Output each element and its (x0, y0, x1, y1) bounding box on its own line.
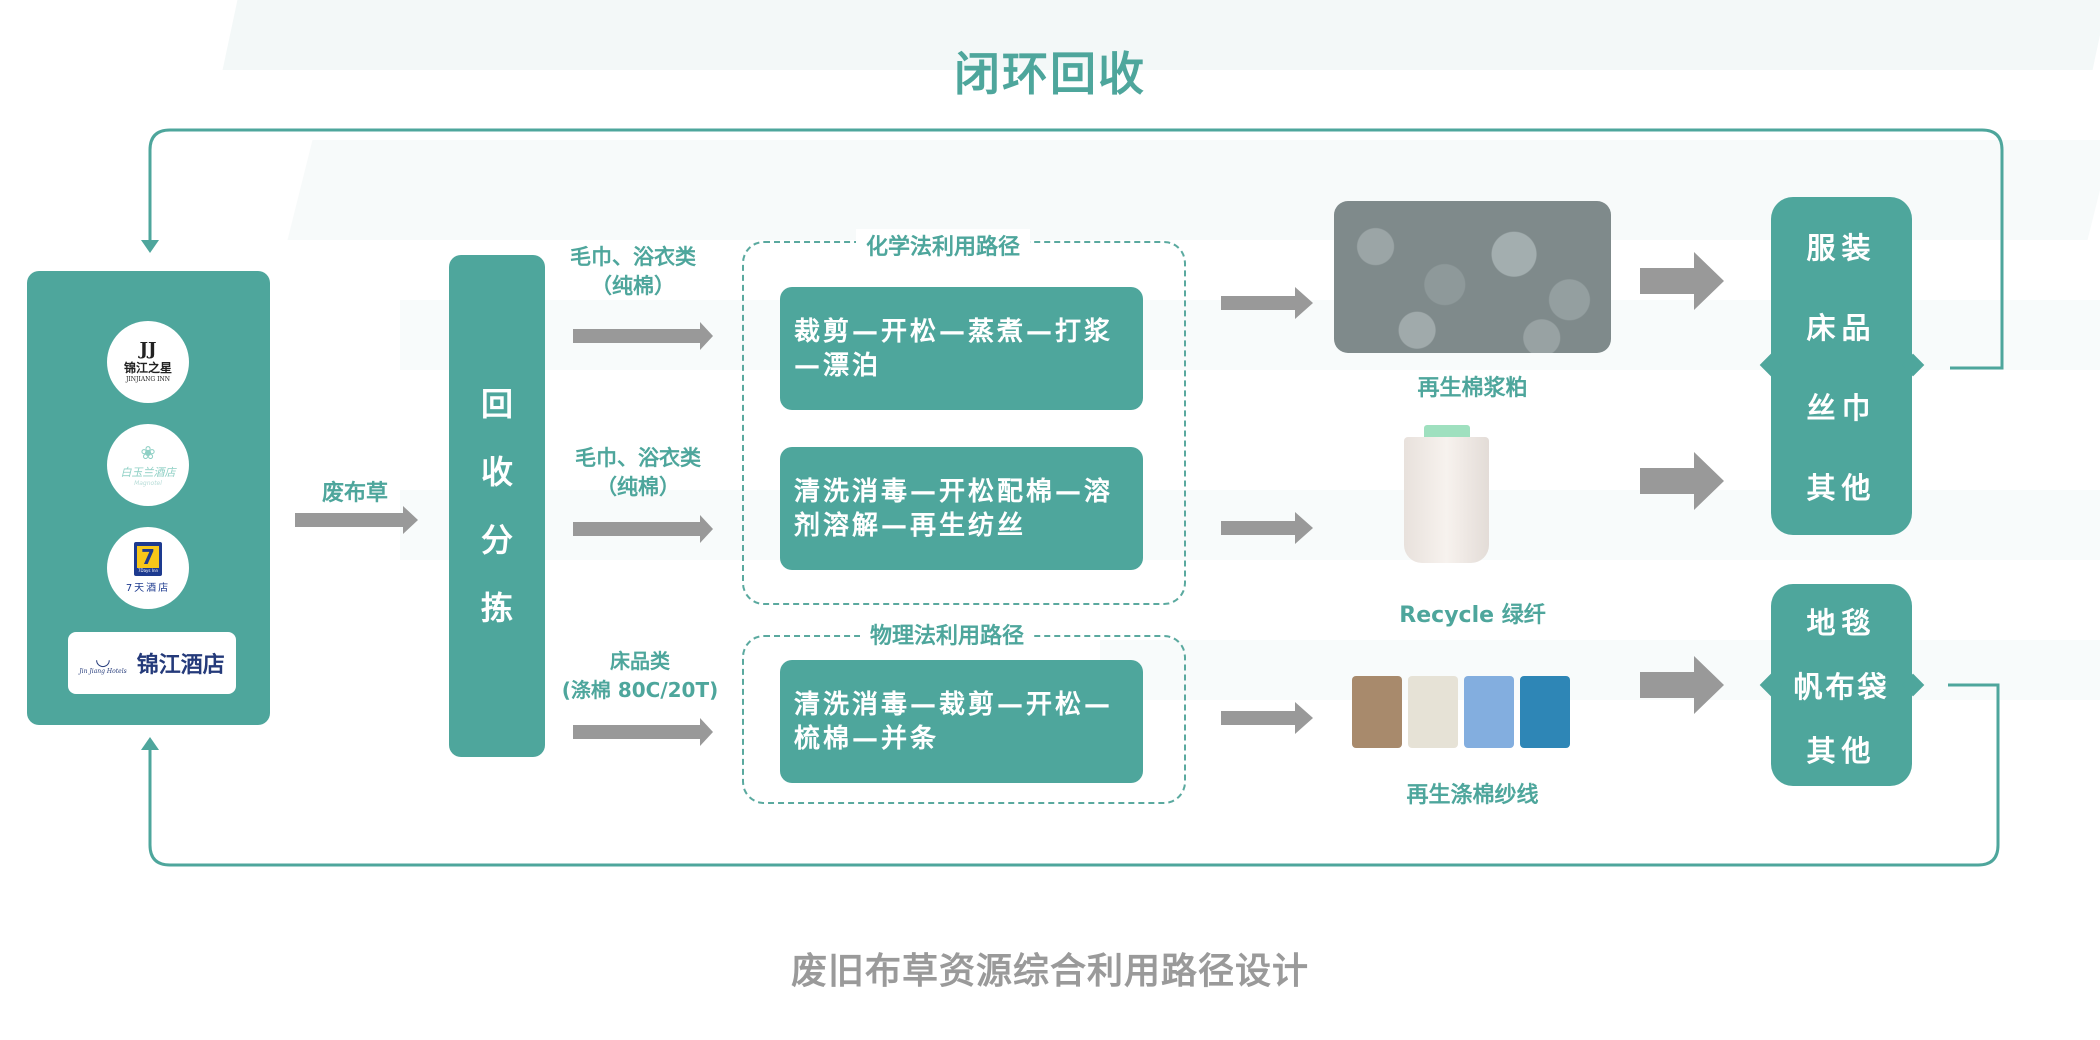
spool-body (1404, 437, 1489, 563)
category-label-3: 床品类 (涤棉 80C/20T) (561, 649, 719, 702)
logo-magnotel: ❀ 白玉兰酒店 Magnotel (107, 424, 189, 506)
product-arrow-1 (1640, 252, 1724, 310)
logo-jinjiang-inn: JJ 锦江之星 JINJIANG INN (107, 321, 189, 403)
arrow-up-head (141, 737, 159, 750)
output-box-1: 服装 床品 丝巾 其他 (1771, 197, 1912, 535)
yarn-spool-brown (1352, 676, 1402, 748)
category-label-1: 毛巾、浴衣类 （纯棉） (570, 245, 696, 298)
category-label-2: 毛巾、浴衣类 （纯棉） (575, 446, 701, 499)
category-arrow-2 (573, 515, 713, 543)
lotus-icon: ❀ (140, 442, 156, 464)
sorting-char: 收 (480, 453, 513, 491)
yarn-spool-white (1408, 676, 1458, 748)
category-arrow-3 (573, 718, 713, 746)
background-stripe (1100, 640, 2100, 700)
output-item: 其他 (1806, 734, 1877, 768)
page-title: 闭环回收 (954, 47, 1146, 101)
chemical-path-title: 化学法利用路径 (856, 229, 1031, 261)
bottom-loop-line (148, 683, 2000, 867)
process-arrow-3 (1221, 702, 1313, 734)
process-arrow-2 (1221, 512, 1313, 544)
diagram-caption: 废旧布草资源综合利用路径设计 (790, 951, 1309, 992)
logo-name: 锦江酒店 (136, 653, 225, 678)
logo-subtitle: JINJIANG INN (126, 376, 170, 383)
product-label-2: Recycle 绿纤 (1399, 603, 1546, 628)
chemical-step-2: 清洗消毒—开松配棉—溶剂溶解—再生纺丝 (780, 447, 1143, 570)
sorting-char: 回 (480, 385, 513, 423)
output-box-2: 地毯 帆布袋 其他 (1771, 584, 1912, 786)
output-item: 其他 (1806, 471, 1877, 505)
arrow-down-head (141, 240, 159, 253)
seven-days-icon: 7 7Days Inn (134, 542, 162, 576)
output-item: 丝巾 (1806, 391, 1877, 425)
physical-step-1: 清洗消毒—裁剪—开松—梳棉—并条 (780, 660, 1143, 783)
logo-name: 锦江之星 (123, 361, 172, 375)
logo-name: 白玉兰酒店 (120, 465, 176, 479)
output-item: 服装 (1806, 231, 1877, 265)
output-item: 床品 (1806, 311, 1877, 345)
physical-path-title: 物理法利用路径 (860, 618, 1035, 650)
sorting-char: 拣 (480, 589, 513, 627)
fiber-spool-image (1404, 425, 1489, 563)
logo-subtitle: Magnotel (134, 479, 162, 487)
sorting-char: 分 (480, 521, 513, 559)
product-arrow-3 (1640, 656, 1724, 714)
output-item: 地毯 (1806, 606, 1877, 640)
logo-jinjiang-hotels: ◡ Jin Jiang Hotels 锦江酒店 (68, 632, 236, 694)
top-loop-line (148, 128, 2004, 370)
chemical-step-1: 裁剪—开松—蒸煮—打浆—漂泊 (780, 287, 1143, 410)
process-arrow-1 (1221, 287, 1313, 319)
product-arrow-2 (1640, 452, 1724, 510)
cotton-pulp-image (1334, 201, 1611, 353)
product-label-1: 再生棉浆粕 (1417, 376, 1528, 401)
category-arrow-1 (573, 322, 713, 350)
product-label-3: 再生涤棉纱线 (1406, 783, 1539, 808)
recycle-sorting-box: 回 收 分 拣 (449, 255, 545, 757)
output-item: 帆布袋 (1793, 670, 1890, 704)
yarn-spools-image (1352, 676, 1582, 751)
yarn-spool-lightblue (1464, 676, 1514, 748)
yarn-spool-blue (1520, 676, 1570, 748)
logo-7days: 7 7Days Inn 7天酒店 (107, 527, 189, 609)
input-arrow (295, 506, 418, 534)
jinjiang-inn-mark-icon: JJ (139, 339, 157, 360)
waste-linen-label: 废布草 (321, 481, 388, 506)
jinjiang-swirl-icon: ◡ Jin Jiang Hotels (79, 648, 127, 675)
logo-name: 7天酒店 (125, 583, 171, 594)
